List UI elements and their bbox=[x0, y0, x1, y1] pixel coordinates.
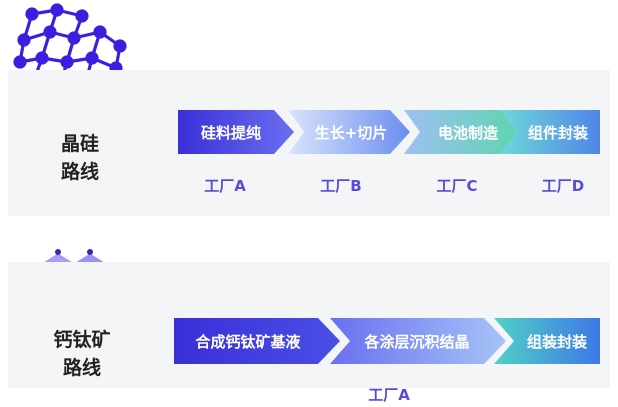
silicon-step-4-arrow bbox=[500, 110, 600, 154]
silicon-route-label: 晶硅 路线 bbox=[50, 130, 110, 186]
perovskite-route-label-line2: 路线 bbox=[62, 357, 101, 379]
perovskite-step-2-arrow bbox=[330, 318, 506, 364]
silicon-route-label-line1: 晶硅 bbox=[60, 133, 99, 155]
silicon-factory-d: 工厂D bbox=[541, 177, 585, 195]
perovskite-step-3-label: 组装封装 bbox=[526, 333, 587, 351]
silicon-step-4-label: 组件封装 bbox=[527, 124, 588, 142]
perovskite-step-3-arrow bbox=[494, 318, 600, 364]
silicon-step-1-arrow bbox=[178, 110, 294, 154]
silicon-step-3-arrow bbox=[404, 110, 528, 154]
perovskite-route-label-line1: 钙钛矿 bbox=[53, 329, 111, 351]
perovskite-factory-a: 工厂A bbox=[368, 386, 410, 404]
perovskite-route-label: 钙钛矿 路线 bbox=[44, 326, 120, 382]
perovskite-step-2-label: 各涂层沉积结晶 bbox=[364, 333, 470, 351]
silicon-route-label-line2: 路线 bbox=[60, 161, 99, 183]
perovskite-step-1-label: 合成钙钛矿基液 bbox=[195, 333, 301, 351]
silicon-step-2-label: 生长+切片 bbox=[314, 124, 388, 142]
silicon-factory-b: 工厂B bbox=[320, 177, 362, 195]
perovskite-step-1-arrow bbox=[174, 318, 340, 364]
silicon-step-3-label: 电池制造 bbox=[437, 124, 498, 142]
silicon-step-1-label: 硅料提纯 bbox=[200, 124, 261, 142]
silicon-factory-c: 工厂C bbox=[436, 177, 478, 195]
silicon-factory-a: 工厂A bbox=[204, 177, 246, 195]
silicon-step-2-arrow bbox=[288, 110, 410, 154]
